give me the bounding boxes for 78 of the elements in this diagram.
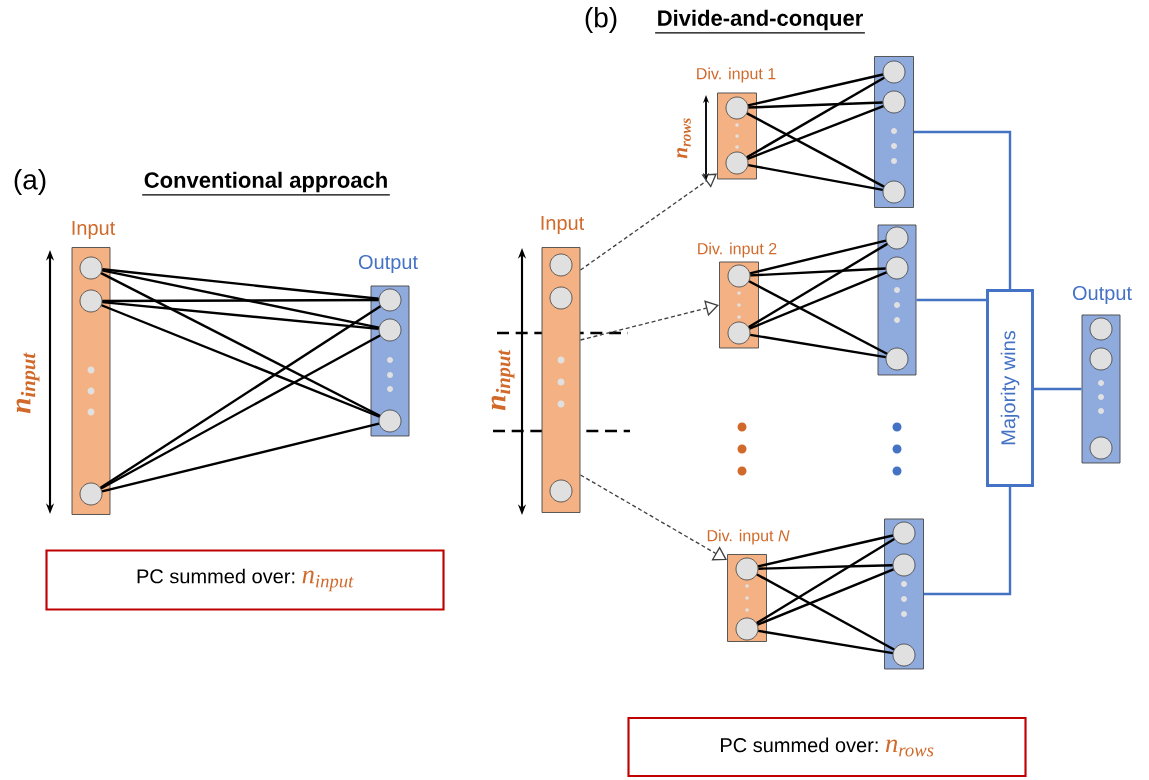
- neuron-circle: [892, 521, 916, 545]
- connection-line: [1033, 387, 1082, 391]
- connection-line: [99, 305, 382, 489]
- neuron-circle: [882, 90, 906, 114]
- dimension-label: n$_{input}$: [491, 349, 515, 411]
- neuron-circle: [725, 151, 749, 175]
- connection-line: [748, 242, 888, 329]
- neuron-circle: [549, 253, 573, 277]
- neuron-circle: [79, 289, 103, 313]
- neuron-circle: [1089, 436, 1113, 460]
- neuron-circle: [727, 264, 751, 288]
- connection-line: [756, 537, 895, 625]
- dimension-label: n$_{rows}$: [677, 118, 691, 159]
- connection-line: [757, 534, 894, 568]
- connection-line: [100, 334, 381, 490]
- layer-label: Output: [1072, 285, 1132, 305]
- neuron-circle: [79, 256, 103, 280]
- connection-line: [747, 105, 884, 160]
- connection-line: [758, 629, 893, 655]
- neuron-circle: [735, 557, 759, 581]
- neuron-circle: [378, 288, 402, 312]
- panel-heading: Conventional approach: [141, 171, 391, 196]
- neuron-circle: [79, 482, 103, 506]
- connection-line: [750, 267, 886, 277]
- connection-line: [101, 304, 380, 418]
- connection-line: [748, 101, 883, 109]
- neuron-circle: [885, 347, 909, 371]
- neuron-circle: [1089, 317, 1113, 341]
- connection-line: [100, 272, 381, 417]
- majority-box: Majority wins: [986, 289, 1034, 487]
- panel-label: (b): [585, 6, 617, 34]
- layer-label: Div. input 1: [697, 67, 776, 83]
- neuron-circle: [378, 409, 402, 433]
- neuron-circle: [735, 617, 759, 641]
- layer-label: Div. input 2: [698, 242, 777, 258]
- connection-line: [913, 130, 1012, 290]
- connection-line: [923, 486, 1012, 596]
- connection-line: [758, 564, 893, 570]
- neuron-circle: [885, 256, 909, 280]
- connection-line: [102, 300, 379, 331]
- layer-label: Output: [358, 254, 418, 274]
- block-arrow: [579, 173, 717, 271]
- connection-line: [101, 422, 380, 493]
- connection-line: [746, 76, 885, 159]
- summary-box: PC summed over: n$_{input}$: [45, 549, 445, 611]
- neuron-circle: [378, 318, 402, 342]
- connection-line: [748, 280, 888, 355]
- panel-heading: Divide-and-conquer: [654, 9, 866, 34]
- neuron-circle: [885, 226, 909, 250]
- block-arrow: [579, 474, 727, 561]
- neuron-circle: [549, 286, 573, 310]
- connection-line: [750, 333, 886, 359]
- neuron-circle: [892, 643, 916, 667]
- connection-line: [749, 239, 887, 275]
- neuron-circle: [727, 321, 751, 345]
- summary-box: PC summed over: n$_{rows}$: [627, 716, 1027, 778]
- neuron-circle: [725, 96, 749, 120]
- connection-line: [757, 568, 894, 626]
- connection-line: [102, 298, 379, 303]
- neuron-circle: [882, 60, 906, 84]
- panel-label: (a): [14, 168, 46, 196]
- block-arrow: [579, 300, 719, 341]
- neuron-circle: [892, 553, 916, 577]
- connection-line: [746, 112, 885, 188]
- neuron-circle: [549, 479, 573, 503]
- connection-line: [747, 73, 884, 107]
- connection-line: [101, 269, 380, 329]
- neuron-circle: [882, 180, 906, 204]
- dimension-label: n$_{input}$: [16, 352, 40, 414]
- layer-label: Input: [541, 216, 585, 234]
- connection-line: [756, 573, 895, 651]
- neuron-circle: [1089, 347, 1113, 371]
- connection-line: [749, 271, 887, 330]
- connection-line: [748, 163, 883, 192]
- layer-label: Input: [72, 221, 116, 239]
- connection-line: [102, 268, 379, 300]
- layer-label: Div. input N: [707, 529, 790, 545]
- connection-line: [916, 298, 987, 302]
